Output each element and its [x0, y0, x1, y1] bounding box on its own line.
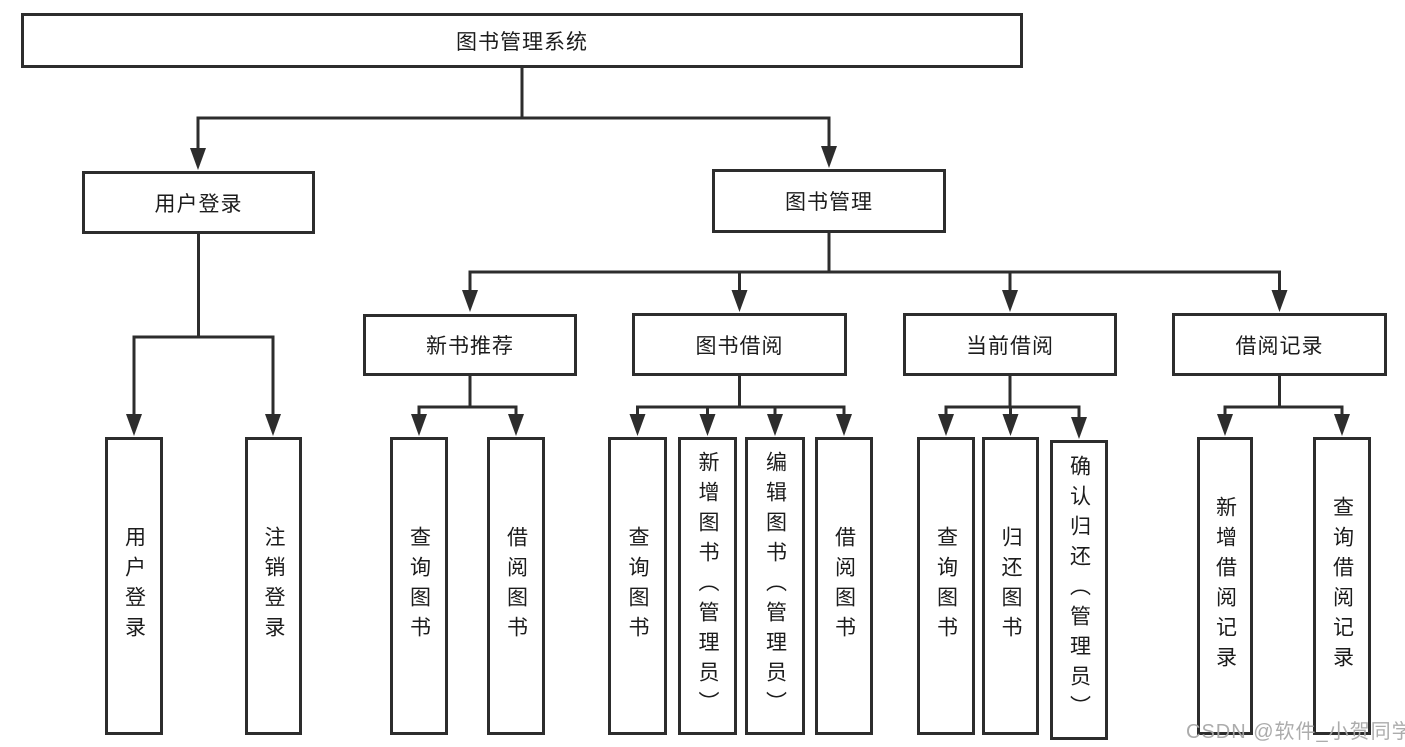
leaf-query-borrow-record: 查询借阅记录 — [1313, 437, 1371, 735]
leaf-query-books-borrow: 查询图书 — [608, 437, 667, 735]
arrowheads — [126, 146, 1350, 439]
connector-book-borrowing-children — [636, 373, 846, 415]
node-borrowing-records: 借阅记录 — [1172, 313, 1387, 376]
node-book-borrowing: 图书借阅 — [632, 313, 847, 376]
connector-user-login-children — [132, 231, 275, 415]
leaf-query-books-recommend: 查询图书 — [390, 437, 448, 735]
node-current-borrowing: 当前借阅 — [903, 313, 1117, 376]
connector-root-to-level2 — [196, 65, 831, 149]
leaf-return-books: 归还图书 — [982, 437, 1039, 735]
leaf-add-books-admin: 新增图书（管理员） — [678, 437, 737, 735]
leaf-user-login: 用户登录 — [105, 437, 163, 735]
leaf-confirm-return-admin: 确认归还（管理员） — [1050, 440, 1108, 740]
connector-borrowing-records-children — [1223, 373, 1344, 415]
leaf-logout-login: 注销登录 — [245, 437, 302, 735]
connector-book-management-children — [468, 230, 1281, 291]
leaf-edit-books-admin: 编辑图书（管理员） — [745, 437, 805, 735]
connector-current-borrowing-children — [944, 373, 1081, 418]
connector-new-book-children — [417, 373, 518, 415]
node-user-login: 用户登录 — [82, 171, 315, 234]
leaf-add-borrow-record: 新增借阅记录 — [1197, 437, 1253, 735]
node-book-management: 图书管理 — [712, 169, 946, 233]
leaf-borrow-books-recommend: 借阅图书 — [487, 437, 545, 735]
node-new-book-recommendation: 新书推荐 — [363, 314, 577, 376]
leaf-borrow-books: 借阅图书 — [815, 437, 873, 735]
watermark: CSDN @软件_小贺同学 — [1186, 721, 1405, 743]
node-root: 图书管理系统 — [21, 13, 1023, 68]
leaf-query-books-current: 查询图书 — [917, 437, 975, 735]
